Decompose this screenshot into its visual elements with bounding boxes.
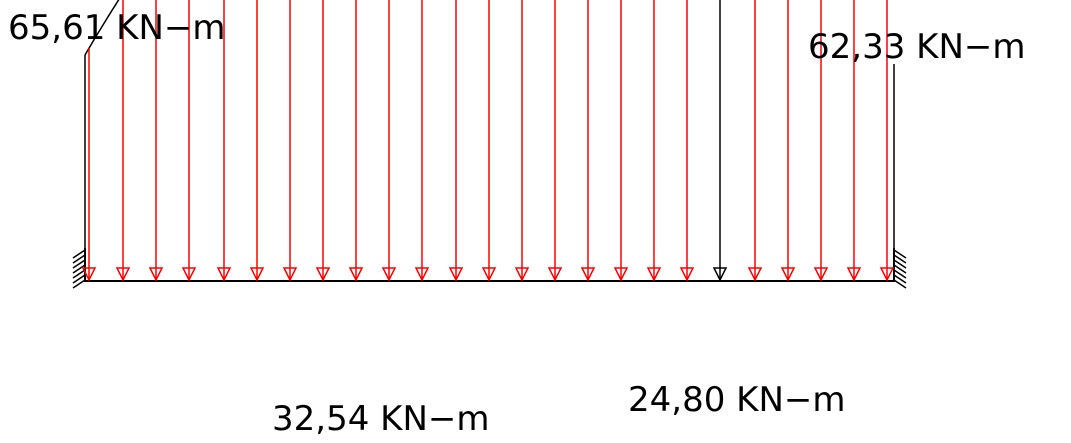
support-hatch-line bbox=[893, 249, 907, 259]
negative-moment-arrow bbox=[81, 48, 97, 282]
negative-moment-arrow bbox=[315, 0, 331, 282]
negative-moment-arrow bbox=[181, 0, 197, 282]
negative-moment-arrow bbox=[747, 0, 763, 282]
negative-moment-arrow bbox=[679, 0, 695, 282]
support-hatch-line bbox=[893, 269, 907, 279]
negative-moment-arrow bbox=[282, 0, 298, 282]
negative-moment-arrow bbox=[414, 0, 430, 282]
negative-moment-arrow bbox=[481, 0, 497, 282]
support-hatch-line bbox=[72, 279, 86, 289]
support-hatch-line bbox=[72, 264, 86, 274]
right-support-moment-label: 62,33 KN−m bbox=[808, 27, 1025, 67]
negative-moment-arrow bbox=[646, 0, 662, 282]
right-fixed-support bbox=[893, 248, 907, 289]
moment-arrows bbox=[81, 0, 895, 282]
support-hatch-line bbox=[893, 264, 907, 274]
support-hatch-line bbox=[893, 254, 907, 264]
negative-moment-arrow bbox=[381, 0, 397, 282]
negative-moment-arrow bbox=[580, 0, 596, 282]
negative-moment-arrow bbox=[879, 0, 895, 282]
support-hatch-line bbox=[72, 269, 86, 279]
negative-moment-arrow bbox=[348, 0, 364, 282]
support-hatch-line bbox=[893, 259, 907, 269]
negative-moment-arrow bbox=[813, 0, 829, 282]
max-span-moment-label: 32,54 KN−m bbox=[272, 399, 489, 439]
span-moment-label: 24,80 KN−m bbox=[628, 380, 845, 420]
negative-moment-arrow bbox=[115, 0, 131, 282]
negative-moment-arrow bbox=[514, 0, 530, 282]
negative-moment-arrow bbox=[448, 0, 464, 282]
negative-moment-arrow bbox=[780, 0, 796, 282]
support-hatch-line bbox=[72, 254, 86, 264]
support-hatch-line bbox=[72, 274, 86, 284]
negative-moment-arrow bbox=[846, 0, 862, 282]
support-hatch-line bbox=[893, 279, 907, 289]
left-support-moment-label: 65,61 KN−m bbox=[8, 8, 225, 48]
support-hatch-line bbox=[72, 259, 86, 269]
negative-moment-arrow bbox=[613, 0, 629, 282]
negative-moment-arrow bbox=[249, 0, 265, 282]
negative-moment-arrow bbox=[712, 0, 728, 282]
negative-moment-arrow bbox=[216, 0, 232, 282]
support-hatch-line bbox=[893, 274, 907, 284]
support-hatch-line bbox=[72, 249, 86, 259]
negative-moment-arrow bbox=[148, 0, 164, 282]
negative-moment-arrow bbox=[547, 0, 563, 282]
